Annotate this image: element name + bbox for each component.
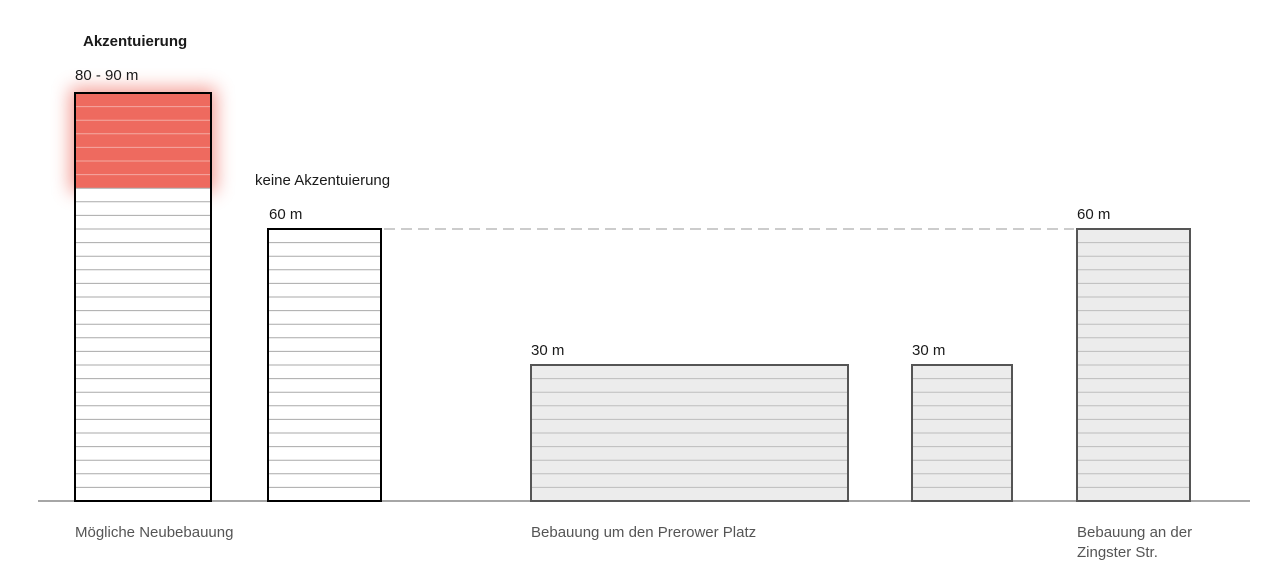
accent-section xyxy=(75,93,211,188)
prerower-building-wide-outline xyxy=(530,364,849,502)
caption-new-building: Mögliche Neubebauung xyxy=(75,524,234,541)
no-accent-title: keine Akzentuierung xyxy=(255,172,391,189)
zingster-building xyxy=(1076,228,1191,502)
accent-title: Akzentuierung xyxy=(83,33,188,50)
height-label-60m-new: 60 m xyxy=(269,206,303,223)
zingster-building-outline xyxy=(1076,228,1191,502)
new-building-accent xyxy=(74,92,212,502)
new-building-no-accent xyxy=(267,228,382,502)
prerower-building-narrow-outline xyxy=(911,364,1013,502)
height-label-30m-narrow: 30 m xyxy=(912,342,946,359)
new-building-body xyxy=(75,188,211,501)
caption-zingster-line1: Bebauung an der xyxy=(1077,524,1193,541)
height-label-60m-zingster: 60 m xyxy=(1077,206,1111,223)
new-building-no-accent-outline xyxy=(267,228,382,502)
new-building-accent-outline xyxy=(74,92,212,502)
height-label-30m-wide: 30 m xyxy=(531,342,565,359)
caption-zingster-line2: Zingster Str. xyxy=(1077,544,1158,561)
prerower-building-narrow xyxy=(911,364,1013,502)
accent-height-label: 80 - 90 m xyxy=(75,67,139,84)
caption-prerower: Bebauung um den Prerower Platz xyxy=(531,524,757,541)
prerower-building-wide xyxy=(530,364,849,502)
